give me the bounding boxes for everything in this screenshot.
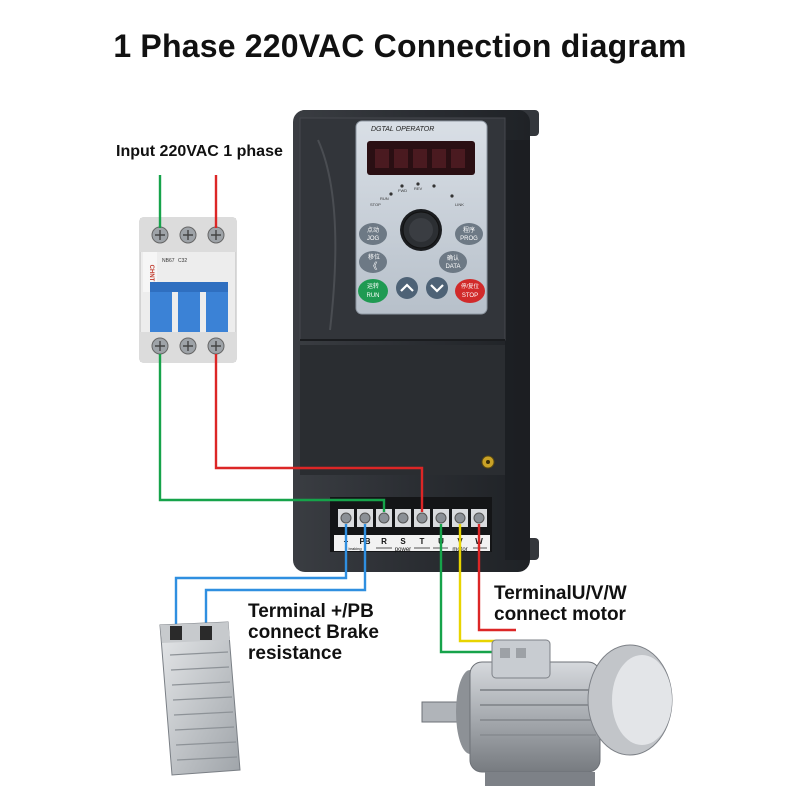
terminal-v[interactable]: [452, 509, 468, 527]
down-button[interactable]: [426, 277, 448, 299]
panel-header: DGTAL OPERATOR: [371, 126, 434, 133]
motor-label-line-2: connect motor: [494, 604, 626, 625]
motor-feet: [485, 772, 595, 786]
group-label-power: power: [395, 547, 411, 553]
terminal-label-strip: [334, 535, 490, 551]
led-digits: [375, 149, 465, 168]
terminal-screws: [338, 509, 487, 527]
wire-green-u: [439, 524, 500, 654]
terminal-r[interactable]: [376, 509, 392, 527]
breaker-top-screws: [151, 226, 225, 244]
page-title: 1 Phase 220VAC Connection diagram: [113, 28, 687, 64]
jog-button-label: JOG: [367, 236, 380, 242]
breaker-toggles[interactable]: [150, 282, 228, 332]
wires: [158, 175, 516, 654]
vfd-drive: DGTAL OPERATOR FWD REV RUN STOP LINK: [293, 110, 539, 572]
input-label: Input 220VAC 1 phase: [116, 143, 283, 160]
indicator-stop: STOP: [370, 202, 381, 207]
motor-fins: [480, 689, 596, 751]
cover-curve: [317, 139, 337, 331]
terminal-t[interactable]: [414, 509, 430, 527]
data-button[interactable]: 确认 DATA: [439, 251, 467, 273]
run-button[interactable]: 运转 RUN: [358, 279, 388, 303]
indicator-fwd: FWD: [398, 188, 407, 193]
chevron-up-icon: [400, 283, 414, 292]
stop-button[interactable]: 停/复位 STOP: [455, 279, 485, 303]
terminal-w[interactable]: [471, 509, 487, 527]
resistor-fins: [169, 651, 238, 761]
wire-blue-plus: [174, 524, 348, 632]
wire-red-w: [477, 524, 516, 632]
terminal-u[interactable]: [433, 509, 449, 527]
jog-button-label-cn: 点动: [367, 226, 379, 234]
circuit-breaker: CHNT NB67 C32: [139, 217, 237, 363]
breaker-model: NB67: [162, 258, 175, 264]
indicator-run: RUN: [380, 196, 389, 201]
data-button-label: DATA: [445, 264, 460, 270]
terminal-label-r: R: [381, 537, 387, 546]
drive-vent-panel: [300, 345, 505, 475]
run-button-label: RUN: [367, 293, 380, 299]
brake-label-line-3: resistance: [248, 643, 343, 664]
data-button-label-cn: 确认: [447, 254, 459, 262]
terminal-label-t: T: [420, 537, 425, 546]
wire-red-to-t: [214, 354, 424, 512]
stop-button-label-cn: 停/复位: [461, 282, 480, 290]
motor-label: TerminalU/V/W connect motor: [494, 583, 627, 625]
motor-label-line-1: TerminalU/V/W: [494, 583, 627, 604]
motor-terminal-box: [491, 639, 551, 679]
run-button-label-cn: 运转: [367, 282, 379, 290]
brake-label-line-1: Terminal +/PB: [248, 601, 374, 622]
breaker-bottom-screws: [151, 337, 225, 355]
terminal-s[interactable]: [395, 509, 411, 527]
operator-panel: DGTAL OPERATOR FWD REV RUN STOP LINK: [355, 120, 488, 315]
breaker-brand: CHNT: [148, 265, 154, 282]
prog-button[interactable]: 程序 PROG: [455, 223, 483, 245]
shift-button-label: 《: [368, 261, 377, 271]
indicator-link: LINK: [455, 202, 464, 207]
speed-knob[interactable]: [400, 209, 442, 251]
brake-resistor: [159, 621, 241, 776]
jog-button[interactable]: 点动 JOG: [359, 223, 387, 245]
prog-button-label: PROG: [460, 236, 478, 242]
terminal-pb[interactable]: [357, 509, 373, 527]
drive-side: [505, 140, 530, 560]
chevron-down-icon: [430, 284, 444, 293]
wire-yellow-v: [458, 524, 508, 643]
wire-green-to-s: [158, 354, 386, 512]
group-label-brake: braking: [348, 546, 361, 551]
brake-label-line-2: connect Brake: [248, 622, 379, 643]
up-button[interactable]: [396, 277, 418, 299]
terminal-plus[interactable]: [338, 509, 354, 527]
electric-motor: [421, 639, 673, 786]
shift-button-label-cn: 移位: [368, 253, 380, 261]
terminal-label-s: S: [400, 537, 406, 546]
prog-button-label-cn: 程序: [463, 226, 475, 234]
indicator-rev: REV: [414, 186, 423, 191]
brake-label: Terminal +/PB connect Brake resistance: [248, 601, 379, 664]
stop-button-label: STOP: [462, 293, 478, 299]
indicator-lights: [389, 182, 454, 198]
shift-button[interactable]: 移位 《: [359, 251, 387, 273]
wire-blue-pb: [204, 524, 367, 632]
breaker-rating: C32: [178, 258, 187, 264]
